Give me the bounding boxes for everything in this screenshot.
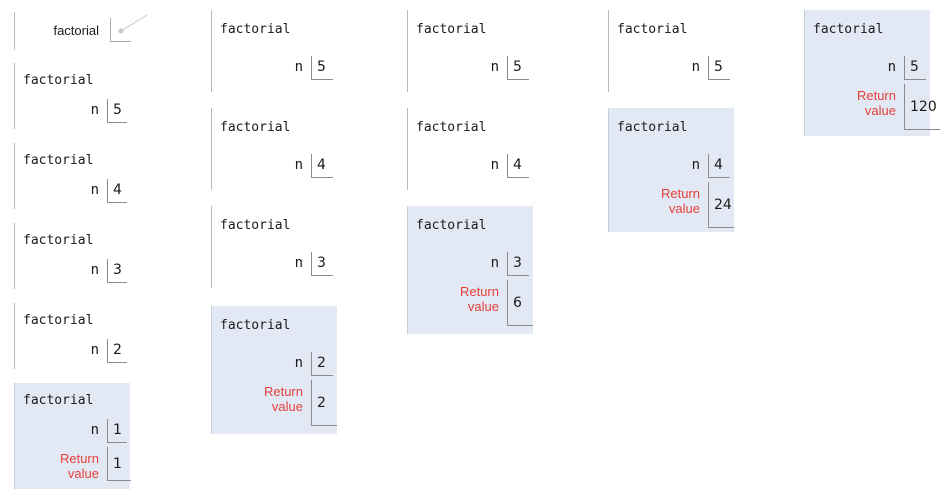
variable-value-box: 2 bbox=[107, 339, 127, 363]
variable-label: n bbox=[90, 342, 99, 358]
variable-value-box: 5 bbox=[507, 56, 529, 80]
frame-function-name: factorial bbox=[813, 22, 884, 37]
return-value-label-line: value bbox=[67, 466, 99, 481]
return-value-label-line: value bbox=[864, 103, 896, 118]
variable-value-box: 3 bbox=[507, 252, 529, 276]
variable-value-box: 3 bbox=[107, 259, 127, 283]
return-value-box: 120 bbox=[904, 84, 940, 130]
return-value-box: 2 bbox=[311, 380, 337, 426]
variable-label: n bbox=[691, 157, 700, 173]
return-value-label-line: Return bbox=[459, 284, 499, 299]
return-value-label-line: Return bbox=[660, 186, 700, 201]
variable-label: n bbox=[294, 59, 303, 75]
variable-value-box: 4 bbox=[708, 154, 730, 178]
variable-value-box: 2 bbox=[311, 352, 333, 376]
variable-label: n bbox=[90, 422, 99, 438]
variable-value-box: 5 bbox=[708, 56, 730, 80]
variable-value-box: 4 bbox=[107, 179, 127, 203]
variable-value-box: 3 bbox=[311, 252, 333, 276]
return-value-label-line: value bbox=[668, 201, 700, 216]
return-value-label-line: Return bbox=[856, 88, 896, 103]
return-value-box: 6 bbox=[507, 280, 533, 326]
frame-function-name: factorial bbox=[416, 218, 487, 233]
variable-label: n bbox=[90, 102, 99, 118]
frame-function-name: factorial bbox=[23, 73, 94, 88]
frame-function-name: factorial bbox=[23, 233, 94, 248]
frame-function-name: factorial bbox=[617, 120, 688, 135]
variable-label: n bbox=[90, 262, 99, 278]
variable-value-box: 1 bbox=[107, 419, 127, 443]
variable-label: n bbox=[90, 182, 99, 198]
return-value-label-line: Return bbox=[263, 384, 303, 399]
variable-value-box: 5 bbox=[311, 56, 333, 80]
global-frame: factorial bbox=[14, 12, 148, 50]
return-value-label-line: Return bbox=[59, 451, 99, 466]
frame-function-name: factorial bbox=[220, 218, 291, 233]
variable-label: n bbox=[887, 59, 896, 75]
return-value-label-line: value bbox=[271, 399, 303, 414]
function-pointer-box bbox=[110, 14, 148, 42]
return-value-box: 1 bbox=[107, 447, 131, 481]
variable-value-box: 4 bbox=[311, 154, 333, 178]
frame-function-name: factorial bbox=[23, 313, 94, 328]
frame-function-name: factorial bbox=[220, 120, 291, 135]
frame-function-name: factorial bbox=[220, 22, 291, 37]
variable-label: n bbox=[294, 355, 303, 371]
variable-label: n bbox=[691, 59, 700, 75]
return-value-box: 24 bbox=[708, 182, 734, 228]
variable-label: n bbox=[294, 157, 303, 173]
variable-label: n bbox=[490, 59, 499, 75]
variable-label: n bbox=[490, 157, 499, 173]
variable-value-box: 5 bbox=[107, 99, 127, 123]
frame-function-name: factorial bbox=[416, 120, 487, 135]
frame-function-name: factorial bbox=[23, 153, 94, 168]
frame-function-name: factorial bbox=[617, 22, 688, 37]
frame-function-name: factorial bbox=[220, 318, 291, 333]
variable-label: n bbox=[490, 255, 499, 271]
variable-label: n bbox=[294, 255, 303, 271]
return-value-label-line: value bbox=[467, 299, 499, 314]
frame-function-name: factorial bbox=[23, 393, 94, 408]
pointer-arrow-icon bbox=[118, 14, 148, 34]
frame-function-name: factorial bbox=[416, 22, 487, 37]
global-function-name: factorial bbox=[53, 23, 99, 38]
variable-value-box: 4 bbox=[507, 154, 529, 178]
variable-value-box: 5 bbox=[904, 56, 926, 80]
